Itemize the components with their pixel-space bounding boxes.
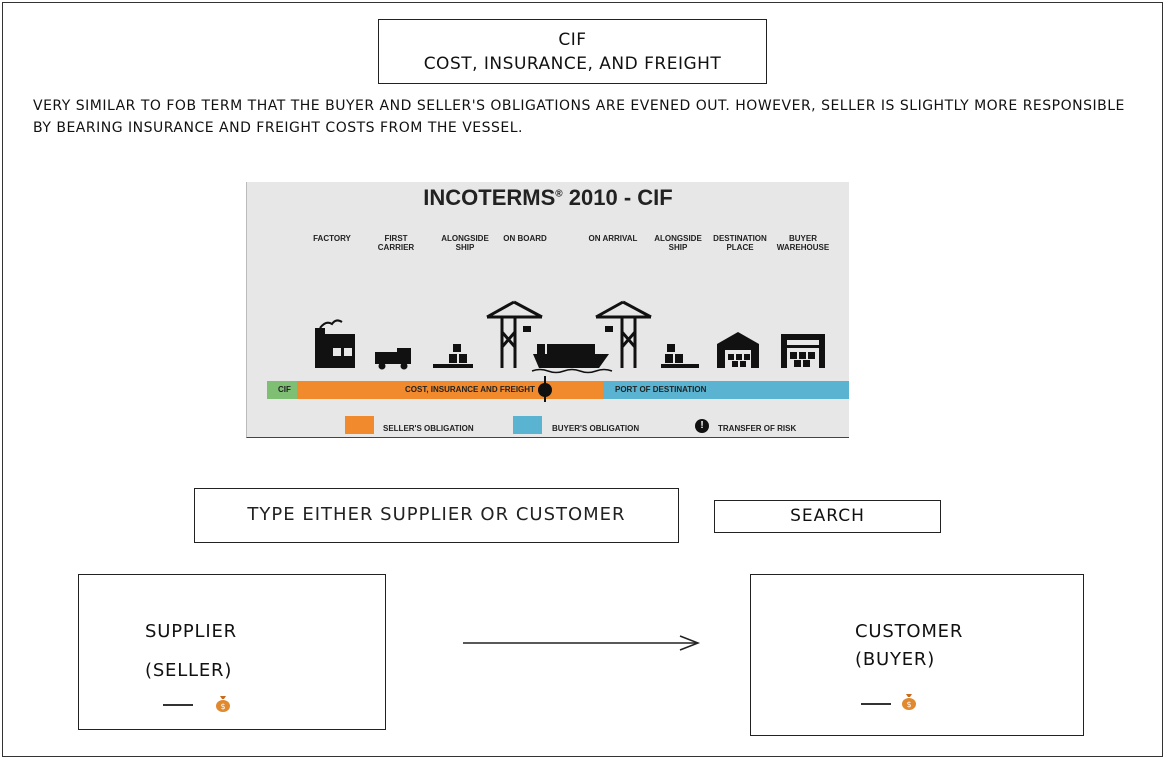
- search-input[interactable]: TYPE EITHER SUPPLIER OR CUSTOMER: [194, 488, 679, 543]
- transfer-arrow: [463, 635, 701, 651]
- term-tag-bar: [267, 381, 297, 399]
- page-title: CIF COST, INSURANCE, AND FREIGHT: [378, 19, 767, 84]
- customer-role: (BUYER): [855, 649, 936, 670]
- search-button[interactable]: SEARCH: [714, 500, 941, 533]
- term-tag-label: CIF: [278, 385, 291, 394]
- supplier-name: SUPPLIER: [145, 621, 237, 642]
- logistics-pictograms: [315, 300, 825, 374]
- legend-seller-swatch: [345, 416, 374, 434]
- customer-dash: [861, 703, 891, 705]
- crane-icon: [486, 300, 543, 368]
- buyer-segment-label: PORT OF DESTINATION: [615, 385, 707, 394]
- money-bag-icon: $: [216, 696, 230, 712]
- title-line-2: COST, INSURANCE, AND FREIGHT: [423, 53, 722, 74]
- stage-factory: FACTORY: [313, 234, 351, 243]
- pallet-icon-dest: [661, 344, 699, 368]
- description-text: VERY SIMILAR TO FOB TERM THAT THE BUYER …: [33, 98, 1125, 136]
- stage-on-arrival: ON ARRIVAL: [588, 234, 638, 243]
- customer-name: CUSTOMER: [855, 621, 964, 642]
- crane-icon-2: [595, 300, 652, 368]
- seller-obligation-bar: [297, 381, 603, 399]
- truck-icon: [375, 348, 411, 370]
- svg-text:$: $: [906, 700, 911, 709]
- legend-buyer-swatch: [513, 416, 542, 434]
- customer-card[interactable]: CUSTOMER (BUYER) $: [750, 574, 1084, 736]
- supplier-role: (SELLER): [145, 660, 233, 681]
- infographic-title: INCOTERMS® 2010 - CIF: [423, 185, 673, 210]
- seller-segment-label: COST, INSURANCE AND FREIGHT: [405, 385, 535, 394]
- stage-on-board: ON BOARD: [503, 234, 547, 243]
- warehouse-icon: [717, 332, 759, 368]
- legend-seller-label: SELLER'S OBLIGATION: [383, 424, 474, 433]
- factory-icon: [315, 319, 355, 368]
- buyer-warehouse-icon: [781, 334, 825, 368]
- legend-buyer-label: BUYER'S OBLIGATION: [552, 424, 640, 433]
- legend-risk-icon: !: [695, 419, 709, 433]
- buyer-obligation-bar: [603, 381, 849, 399]
- supplier-dash: [163, 704, 193, 706]
- legend-risk-label: TRANSFER OF RISK: [718, 424, 797, 433]
- ship-icon: [531, 344, 613, 374]
- svg-text:$: $: [220, 702, 225, 711]
- risk-divider: [544, 376, 546, 402]
- title-line-1: CIF: [558, 29, 587, 50]
- pallet-icon: [433, 344, 473, 368]
- supplier-card[interactable]: SUPPLIER (SELLER) $: [78, 574, 386, 730]
- money-bag-icon: $: [902, 694, 916, 710]
